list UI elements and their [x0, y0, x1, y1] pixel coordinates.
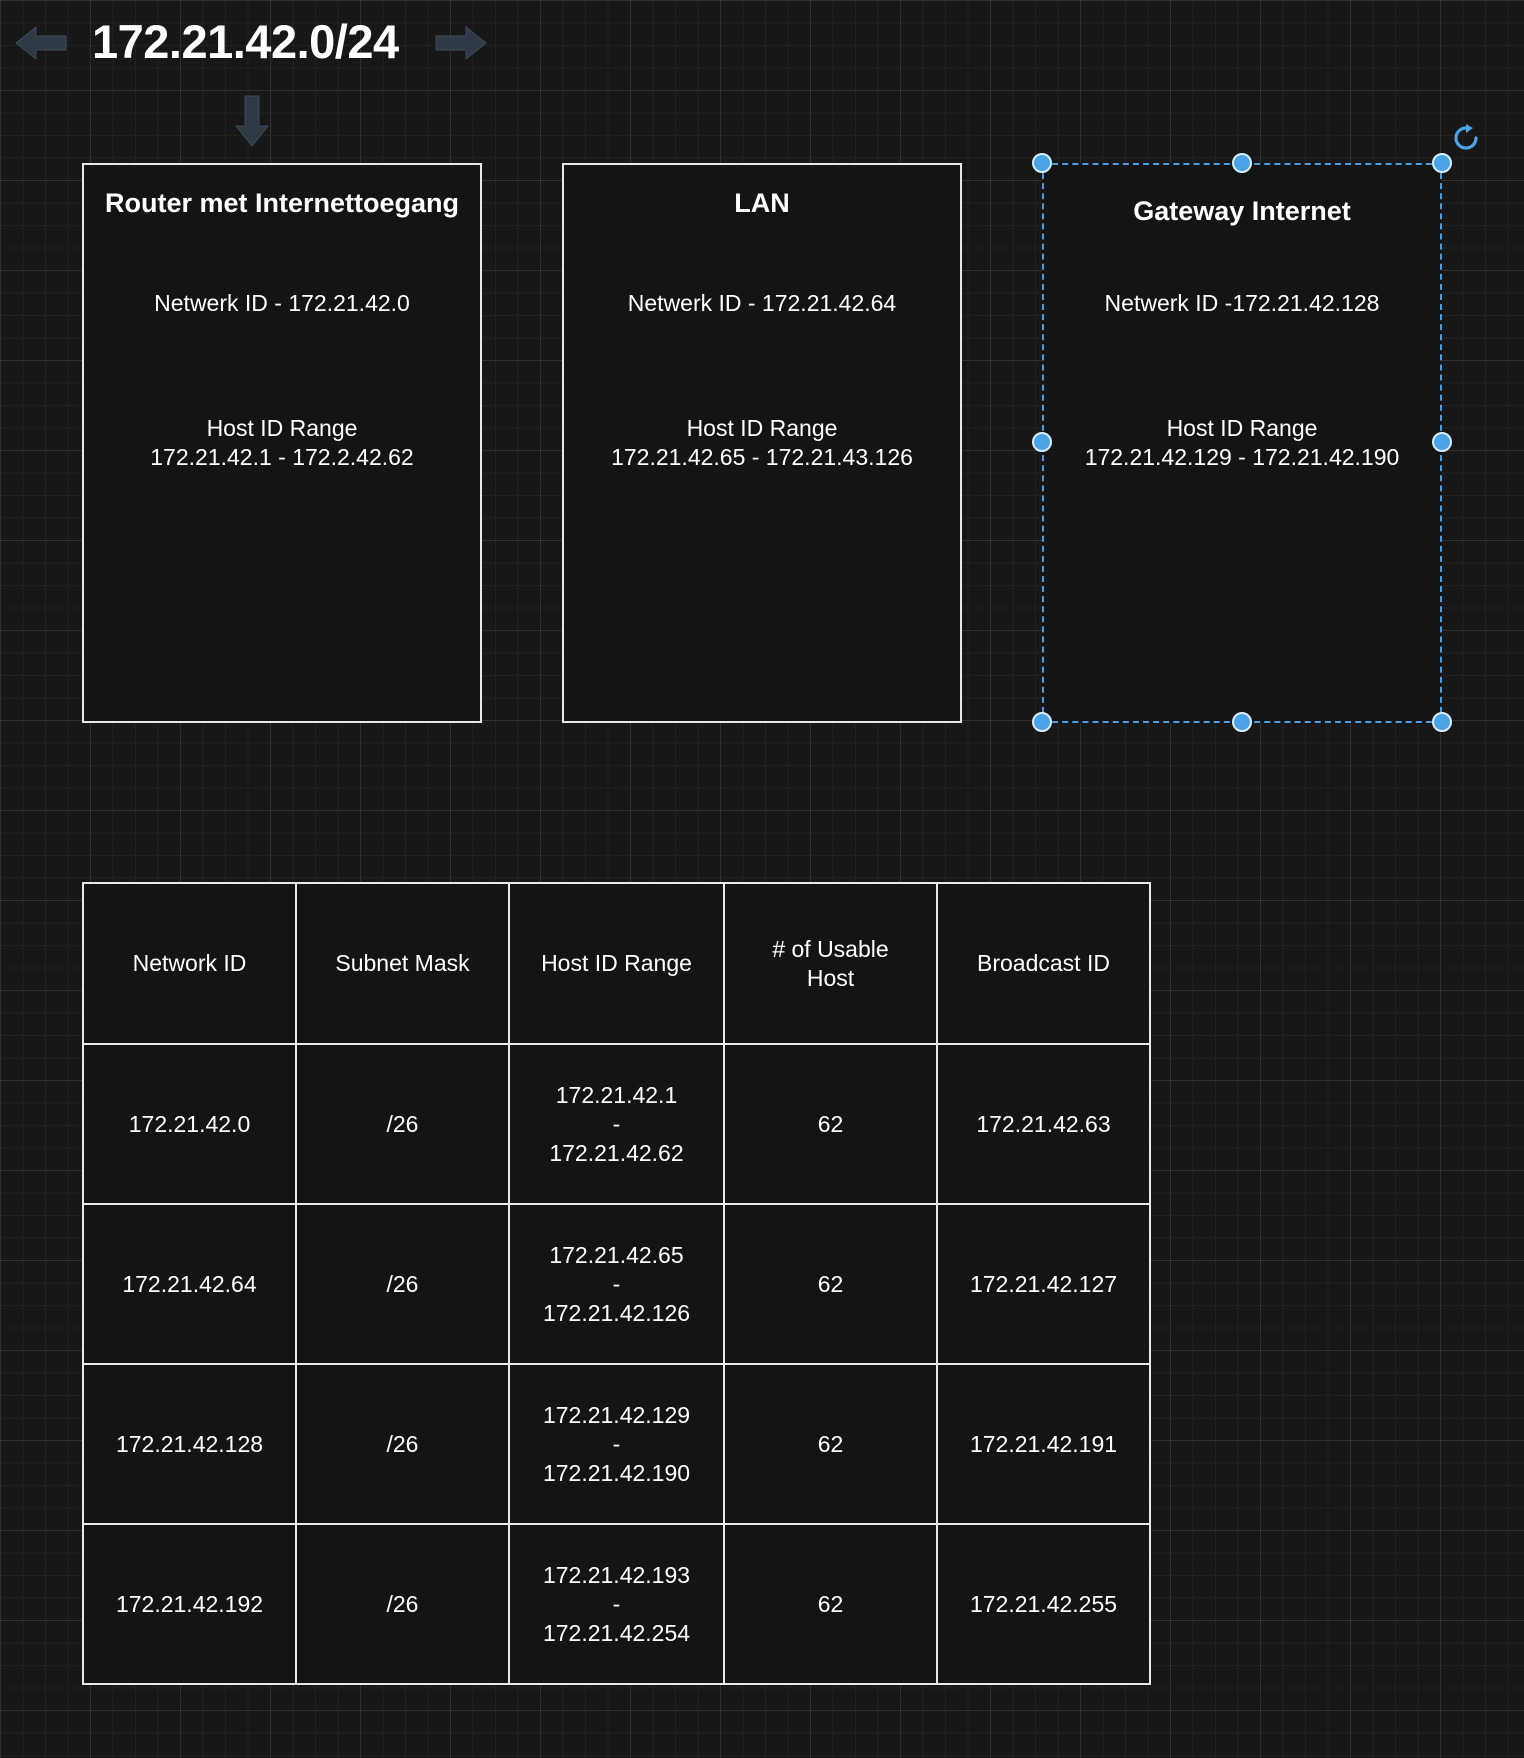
range-start: 172.21.42.1	[555, 1081, 678, 1108]
table-row: 172.21.42.192 /26 172.21.42.193 - 172.21…	[82, 1523, 1151, 1685]
table-row: 172.21.42.128 /26 172.21.42.129 - 172.21…	[82, 1363, 1151, 1525]
diagram-title[interactable]: 172.21.42.0/24	[92, 15, 399, 68]
range-start: 172.21.42.193	[542, 1561, 691, 1588]
cell-subnet-mask: /26	[295, 1363, 510, 1525]
cell-network-id: 172.21.42.128	[82, 1363, 297, 1525]
cell-network-id: 172.21.42.64	[82, 1203, 297, 1365]
resize-handle-bottom-right[interactable]	[1432, 712, 1452, 732]
subnet-box-router[interactable]: Router met Internettoegang Netwerk ID - …	[82, 163, 482, 723]
subnet-box-gateway[interactable]: Gateway Internet Netwerk ID -172.21.42.1…	[1042, 163, 1442, 723]
cell-broadcast-id: 172.21.42.127	[936, 1203, 1151, 1365]
range-end: 172.21.42.62	[549, 1139, 684, 1166]
rotate-icon[interactable]	[1452, 124, 1480, 152]
cell-usable-hosts: 62	[723, 1203, 938, 1365]
box-title: LAN	[734, 188, 790, 218]
resize-handle-left[interactable]	[1032, 432, 1052, 452]
subnet-table[interactable]: Network ID Subnet Mask Host ID Range # o…	[82, 882, 1151, 1685]
range-separator: -	[612, 1430, 621, 1457]
range-end: 172.21.42.126	[542, 1299, 691, 1326]
range-separator: -	[612, 1270, 621, 1297]
cell-usable-hosts: 62	[723, 1523, 938, 1685]
box-host-value: 172.21.42.1 - 172.2.42.62	[150, 444, 414, 470]
box-host-label: Host ID Range	[206, 415, 358, 441]
range-separator: -	[612, 1590, 621, 1617]
box-host-value: 172.21.42.65 - 172.21.43.126	[611, 444, 913, 470]
header-broadcast-id: Broadcast ID	[936, 882, 1151, 1045]
box-network-id: Netwerk ID - 172.21.42.64	[627, 290, 897, 316]
cell-network-id: 172.21.42.0	[82, 1043, 297, 1205]
cell-broadcast-id: 172.21.42.255	[936, 1523, 1151, 1685]
arrow-right-icon[interactable]	[434, 24, 488, 62]
resize-handle-right[interactable]	[1432, 432, 1452, 452]
cell-host-range: 172.21.42.1 - 172.21.42.62	[508, 1043, 725, 1205]
subnet-box-lan[interactable]: LAN Netwerk ID - 172.21.42.64 Host ID Ra…	[562, 163, 962, 723]
arrow-down-icon[interactable]	[233, 94, 271, 148]
box-host-value: 172.21.42.129 - 172.21.42.190	[1084, 444, 1400, 470]
range-end: 172.21.42.190	[542, 1459, 691, 1486]
box-host-range: Host ID Range 172.21.42.1 - 172.2.42.62	[84, 414, 480, 472]
cell-host-range: 172.21.42.65 - 172.21.42.126	[508, 1203, 725, 1365]
cell-usable-hosts: 62	[723, 1043, 938, 1205]
range-start: 172.21.42.129	[542, 1401, 691, 1428]
resize-handle-top-left[interactable]	[1032, 153, 1052, 173]
cell-network-id: 172.21.42.192	[82, 1523, 297, 1685]
resize-handle-top[interactable]	[1232, 153, 1252, 173]
table-header-row: Network ID Subnet Mask Host ID Range # o…	[82, 882, 1151, 1045]
box-host-label: Host ID Range	[1166, 415, 1318, 441]
cell-subnet-mask: /26	[295, 1043, 510, 1205]
cell-subnet-mask: /26	[295, 1523, 510, 1685]
box-title: Router met Internettoegang	[104, 188, 460, 218]
cell-broadcast-id: 172.21.42.63	[936, 1043, 1151, 1205]
range-start: 172.21.42.65	[549, 1241, 684, 1268]
resize-handle-bottom[interactable]	[1232, 712, 1252, 732]
header-host-range: Host ID Range	[508, 882, 725, 1045]
box-network-id: Netwerk ID -172.21.42.128	[1104, 290, 1380, 316]
cell-host-range: 172.21.42.193 - 172.21.42.254	[508, 1523, 725, 1685]
cell-broadcast-id: 172.21.42.191	[936, 1363, 1151, 1525]
header-usable-hosts-text: # of Usable Host	[772, 935, 889, 991]
header-usable-hosts: # of Usable Host	[723, 882, 938, 1045]
table-row: 172.21.42.64 /26 172.21.42.65 - 172.21.4…	[82, 1203, 1151, 1365]
table-row: 172.21.42.0 /26 172.21.42.1 - 172.21.42.…	[82, 1043, 1151, 1205]
arrow-left-icon[interactable]	[14, 24, 68, 62]
box-host-range: Host ID Range 172.21.42.65 - 172.21.43.1…	[564, 414, 960, 472]
resize-handle-bottom-left[interactable]	[1032, 712, 1052, 732]
cell-host-range: 172.21.42.129 - 172.21.42.190	[508, 1363, 725, 1525]
cell-subnet-mask: /26	[295, 1203, 510, 1365]
cell-usable-hosts: 62	[723, 1363, 938, 1525]
resize-handle-top-right[interactable]	[1432, 153, 1452, 173]
box-network-id: Netwerk ID - 172.21.42.0	[154, 290, 410, 316]
range-separator: -	[612, 1110, 621, 1137]
box-host-label: Host ID Range	[686, 415, 838, 441]
range-end: 172.21.42.254	[542, 1619, 691, 1646]
header-network-id: Network ID	[82, 882, 297, 1045]
box-host-range: Host ID Range 172.21.42.129 - 172.21.42.…	[1044, 414, 1440, 472]
header-subnet-mask: Subnet Mask	[295, 882, 510, 1045]
box-title: Gateway Internet	[1133, 196, 1351, 226]
